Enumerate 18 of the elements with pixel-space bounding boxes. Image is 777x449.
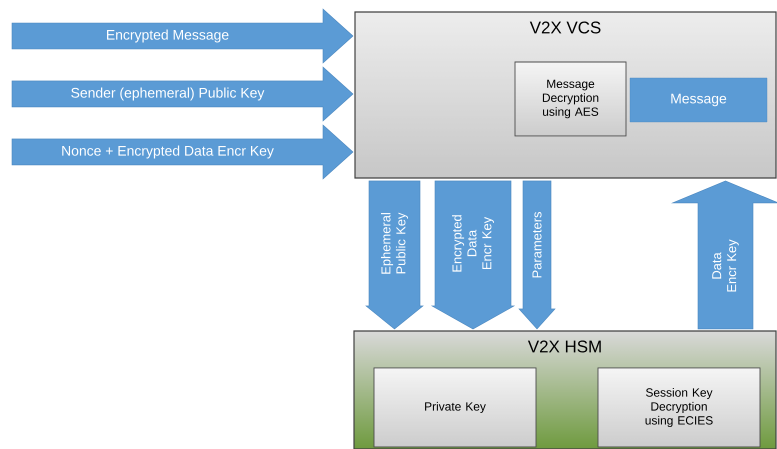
edge-label: Encrypted Message bbox=[107, 29, 228, 42]
edge-label: Sender (ephemeral) Public Key bbox=[71, 87, 264, 100]
edge-label: Encrypted Data Encr Key bbox=[452, 215, 494, 272]
message-box: Message bbox=[630, 78, 768, 122]
process-box: Session Key Decryption using ECIES bbox=[598, 368, 760, 448]
block-arrow bbox=[12, 8, 354, 64]
edge-label: Ephemeral Public Key bbox=[381, 212, 408, 274]
edge-label: Parameters bbox=[532, 212, 542, 278]
block-arrow bbox=[12, 124, 354, 180]
edge-label: Nonce + Encrypted Data Encr Key bbox=[62, 145, 274, 158]
process-box: Private Key bbox=[374, 368, 536, 448]
block-arrow bbox=[430, 180, 516, 330]
block-arrow bbox=[518, 180, 556, 330]
block-arrow bbox=[365, 180, 424, 330]
edge-label: Data Encr Key bbox=[712, 239, 739, 292]
block-arrow bbox=[12, 66, 354, 122]
block-arrow bbox=[671, 180, 777, 330]
process-box: Message Decryption using AES bbox=[514, 62, 626, 136]
